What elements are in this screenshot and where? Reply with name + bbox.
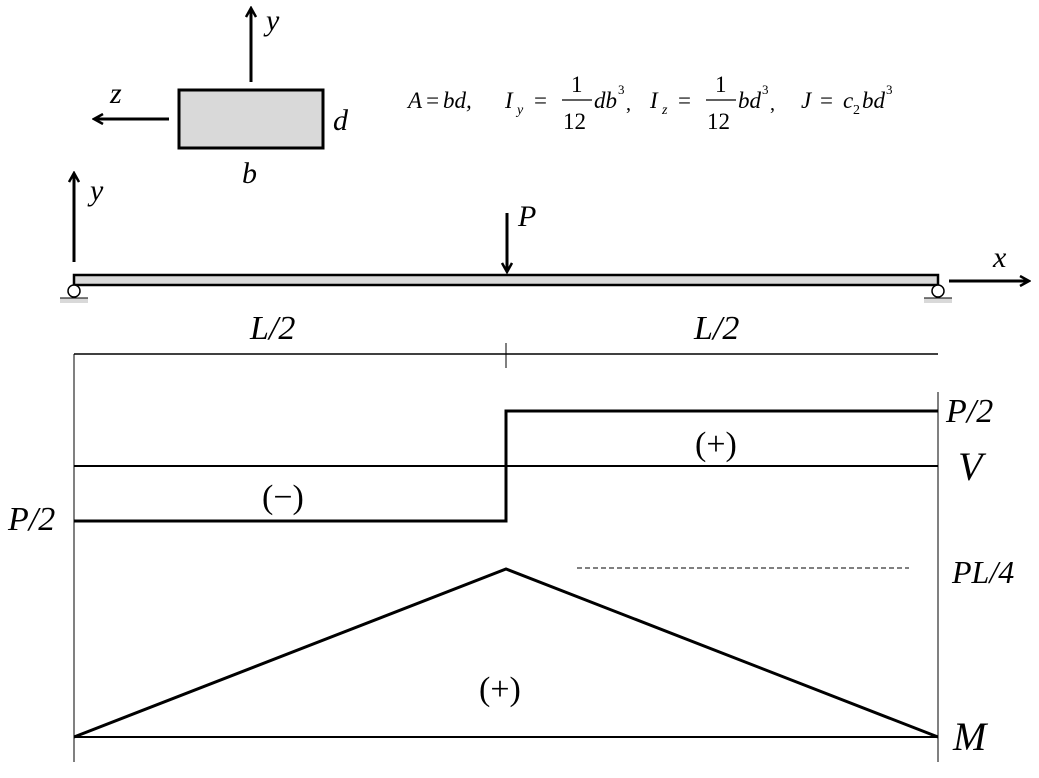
svg-text:,: , (770, 93, 775, 115)
formula-iz: I z = 1 12 bd 3 , (649, 72, 775, 134)
svg-text:=: = (820, 88, 833, 113)
section-properties-formulas: A=bd, I y = 1 12 db 3 , I z = 1 12 bd 3 … (406, 72, 893, 134)
shear-curve (74, 409, 938, 523)
moment-diagram-name: M (952, 714, 989, 759)
svg-text:3: 3 (618, 82, 625, 97)
moment-positive-sign: (+) (479, 671, 521, 708)
beam-body (72, 273, 940, 287)
svg-text:=: = (534, 88, 547, 113)
svg-text:1: 1 (715, 72, 727, 97)
svg-text:12: 12 (707, 109, 730, 134)
simply-supported-beam: y P x L/2 L/2 (60, 173, 1029, 368)
svg-text:bd: bd (738, 88, 762, 113)
svg-text:3: 3 (762, 82, 769, 97)
section-y-label: y (263, 4, 280, 37)
section-width-label: b (242, 157, 257, 190)
svg-text:z: z (661, 103, 668, 118)
right-roller-support (924, 284, 952, 303)
shear-left-value-label: P/2 (7, 501, 55, 538)
svg-text:I: I (649, 88, 659, 113)
moment-peak-label: PL/4 (951, 554, 1014, 590)
section-rectangle (177, 88, 325, 150)
span-right-label: L/2 (693, 310, 739, 347)
shear-negative-sign: (−) (262, 479, 304, 516)
load-label: P (517, 200, 536, 233)
svg-text:1: 1 (571, 72, 583, 97)
svg-text:bd: bd (862, 88, 886, 113)
formula-iy: I y = 1 12 db 3 , (504, 72, 631, 134)
formula-j: J = c 2 bd 3 (801, 82, 893, 118)
svg-text:=: = (678, 88, 691, 113)
shear-positive-sign: (+) (695, 426, 737, 463)
shear-right-value-label: P/2 (945, 393, 993, 430)
beam-x-label: x (992, 241, 1007, 274)
formula-area: A=bd, (406, 88, 472, 113)
svg-text:3: 3 (886, 82, 893, 97)
section-z-label: z (109, 77, 122, 110)
svg-text:db: db (594, 88, 617, 113)
shear-diagram-name: V (958, 444, 987, 489)
left-roller-support (60, 284, 88, 303)
svg-text:y: y (515, 103, 524, 118)
section-depth-label: d (333, 104, 349, 137)
shear-force-diagram: P/2 P/2 V (−) (+) (7, 393, 993, 538)
cross-section: y z d b (94, 4, 349, 190)
svg-text:J: J (801, 88, 813, 113)
span-left-label: L/2 (249, 310, 295, 347)
svg-text:I: I (504, 88, 514, 113)
svg-text:12: 12 (563, 109, 586, 134)
svg-text:2: 2 (853, 103, 860, 118)
moment-curve (73, 567, 939, 739)
svg-text:c: c (843, 88, 853, 113)
bending-moment-diagram: PL/4 M (+) (73, 554, 1014, 759)
svg-text:,: , (626, 93, 631, 115)
beam-y-label: y (87, 174, 104, 207)
